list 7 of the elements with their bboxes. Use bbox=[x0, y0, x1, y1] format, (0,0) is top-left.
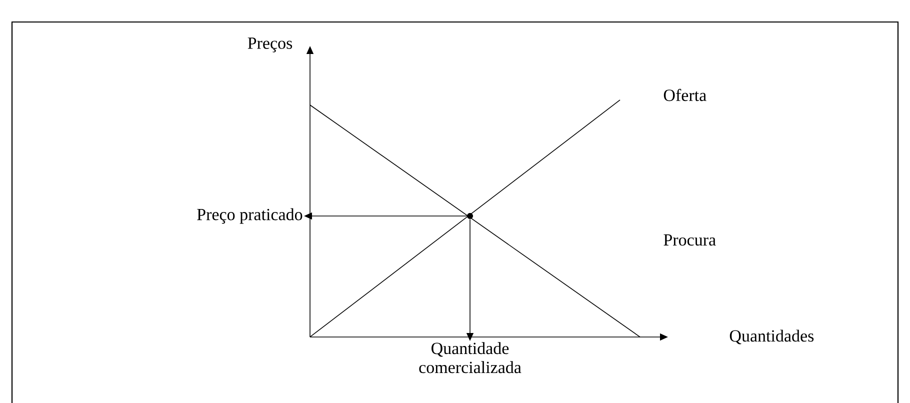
axis-label: Quantidade comercializada bbox=[419, 342, 522, 374]
curve-label: Oferta bbox=[664, 88, 706, 102]
axis-label: Preços bbox=[248, 38, 292, 52]
axis-label: Quantidades bbox=[730, 330, 814, 344]
equilibrium-point bbox=[467, 213, 473, 219]
axis-label: Preço praticado bbox=[197, 208, 302, 224]
curve-label: Procura bbox=[664, 234, 716, 246]
